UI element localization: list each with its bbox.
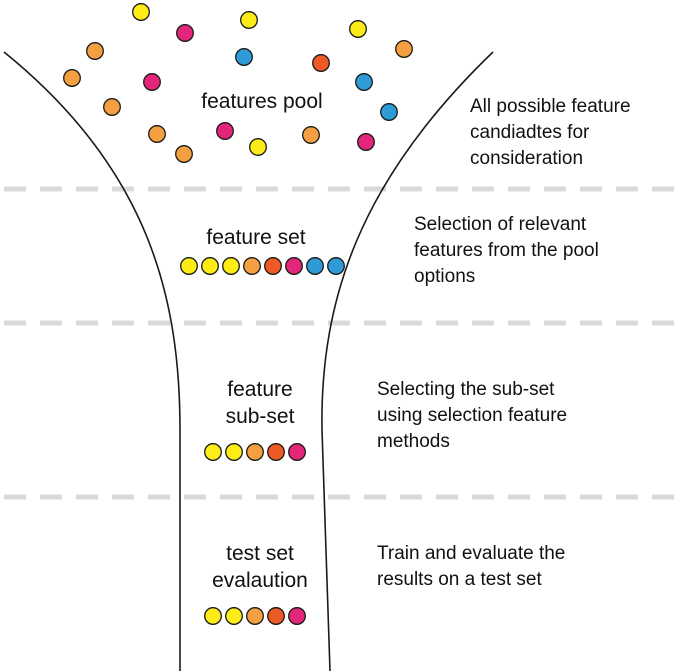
stage-1-feature-dot — [306, 257, 324, 275]
pool-feature-dot — [380, 103, 398, 121]
test-set-label-line-2: evalaution — [212, 569, 308, 592]
feature-sub-set-description: Selecting the sub-set using selection fe… — [377, 377, 567, 455]
pool-feature-dot — [132, 3, 150, 21]
pool-feature-dot — [302, 126, 320, 144]
stage-2-feature-dot — [204, 443, 222, 461]
description-line: candiadtes for — [470, 122, 590, 143]
stage-3-feature-dot — [246, 607, 264, 625]
description-line: Train and evaluate the — [377, 543, 566, 564]
pool-feature-dot — [63, 69, 81, 87]
feature-set-label: feature set — [176, 224, 336, 251]
pool-feature-dot — [86, 42, 104, 60]
description-line: Selection of relevant — [414, 214, 587, 235]
pool-feature-dot — [148, 125, 166, 143]
description-line: Selecting the sub-set — [377, 379, 555, 400]
stage-2-feature-dot — [288, 443, 306, 461]
features-pool-label: features pool — [174, 88, 350, 115]
pool-feature-dot — [216, 122, 234, 140]
stage-1-feature-dot — [180, 257, 198, 275]
pool-feature-dot — [355, 73, 373, 91]
stage-1-feature-dot — [201, 257, 219, 275]
description-line: using selection feature — [377, 405, 568, 426]
stage-3-feature-dot — [225, 607, 243, 625]
stage-1-feature-dot — [222, 257, 240, 275]
pool-feature-dot — [235, 48, 253, 66]
stage-2-feature-dot — [267, 443, 285, 461]
feature-sub-set-label-line-2: sub-set — [225, 405, 295, 428]
stage-1-feature-dot — [327, 257, 345, 275]
description-line: features from the pool — [414, 240, 599, 261]
test-set-description: Train and evaluate the results on a test… — [377, 541, 565, 593]
pool-feature-dot — [395, 40, 413, 58]
test-set-evaluation-label: test set evalaution — [190, 540, 330, 594]
stage-2-feature-dot — [246, 443, 264, 461]
stage-separators — [4, 186, 683, 500]
funnel-right-wall — [321, 51, 494, 671]
stage-1-feature-dot — [285, 257, 303, 275]
feature-sub-set-label: feature sub-set — [190, 376, 330, 430]
features-pool-dots — [63, 3, 413, 163]
stage-1-feature-dot — [243, 257, 261, 275]
stage-3-feature-dot — [204, 607, 222, 625]
stage-3-feature-dot — [288, 607, 306, 625]
description-line: consideration — [470, 148, 584, 169]
description-line: options — [414, 266, 476, 287]
funnel-left-wall — [3, 51, 181, 671]
test-set-label-line-1: test set — [226, 542, 294, 565]
features-pool-label-line-1: features pool — [201, 90, 323, 113]
pool-feature-dot — [103, 98, 121, 116]
pool-feature-dot — [176, 24, 194, 42]
feature-set-description: Selection of relevant features from the … — [414, 212, 599, 290]
feature-sub-set-label-line-1: feature — [227, 378, 293, 401]
pool-feature-dot — [249, 138, 267, 156]
description-line: results on a test set — [377, 569, 542, 590]
features-pool-description: All possible feature candiadtes for cons… — [470, 94, 631, 172]
pool-feature-dot — [349, 20, 367, 38]
pool-feature-dot — [240, 11, 258, 29]
pool-feature-dot — [143, 73, 161, 91]
feature-set-label-line-1: feature set — [206, 226, 306, 249]
stage-2-feature-dot — [225, 443, 243, 461]
pool-feature-dot — [175, 145, 193, 163]
pool-feature-dot — [357, 133, 375, 151]
stage-1-feature-dot — [264, 257, 282, 275]
stage-3-feature-dot — [267, 607, 285, 625]
pool-feature-dot — [312, 54, 330, 72]
description-line: All possible feature — [470, 96, 631, 117]
description-line: methods — [377, 431, 450, 452]
